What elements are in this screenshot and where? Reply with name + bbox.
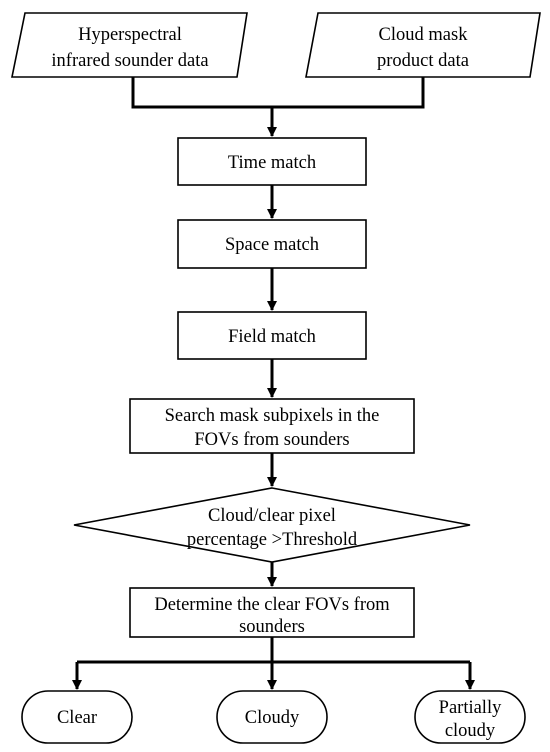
connectors bbox=[72, 77, 475, 690]
step-space-match-box bbox=[177, 219, 367, 269]
step-field-match-box bbox=[177, 311, 367, 360]
step-time-match-box bbox=[177, 137, 367, 186]
input-sounder-data-shape bbox=[11, 12, 248, 78]
output-clear-label: Clear bbox=[57, 708, 97, 728]
connector-output-branch bbox=[77, 637, 470, 664]
step-search-box bbox=[129, 398, 415, 454]
step-determine-box bbox=[129, 587, 415, 638]
step-field-match-label: Field match bbox=[228, 327, 316, 347]
output-partially-cloudy-label-line2: cloudy bbox=[445, 721, 496, 741]
input-cloud-mask-shape bbox=[305, 12, 541, 78]
decision-label-line2: percentage >Threshold bbox=[187, 530, 358, 550]
step-space-match-label: Space match bbox=[225, 235, 319, 255]
input-cloud-mask-label-line2: product data bbox=[377, 51, 469, 71]
connector-inputs-merge bbox=[131, 77, 425, 109]
output-clear-shape bbox=[21, 690, 133, 744]
decision-label-line1: Cloud/clear pixel bbox=[208, 506, 336, 526]
output-partially-cloudy-shape bbox=[414, 690, 526, 744]
shapes bbox=[11, 12, 541, 744]
step-search-label-line2: FOVs from sounders bbox=[194, 430, 349, 450]
step-determine-label-line2: sounders bbox=[239, 617, 305, 637]
output-cloudy-label: Cloudy bbox=[245, 708, 300, 728]
output-partially-cloudy-label-line1: Partially bbox=[439, 698, 502, 718]
step-search-label-line1: Search mask subpixels in the bbox=[165, 406, 380, 426]
input-cloud-mask-label-line1: Cloud mask bbox=[379, 25, 469, 45]
output-cloudy-shape bbox=[216, 690, 328, 744]
input-sounder-label-line1: Hyperspectral bbox=[78, 25, 182, 45]
input-sounder-label-line2: infrared sounder data bbox=[51, 51, 208, 71]
step-determine-label-line1: Determine the clear FOVs from bbox=[154, 595, 390, 615]
step-time-match-label: Time match bbox=[228, 153, 316, 173]
labels: Hyperspectral infrared sounder data Clou… bbox=[51, 25, 502, 741]
decision-diamond bbox=[73, 487, 471, 563]
